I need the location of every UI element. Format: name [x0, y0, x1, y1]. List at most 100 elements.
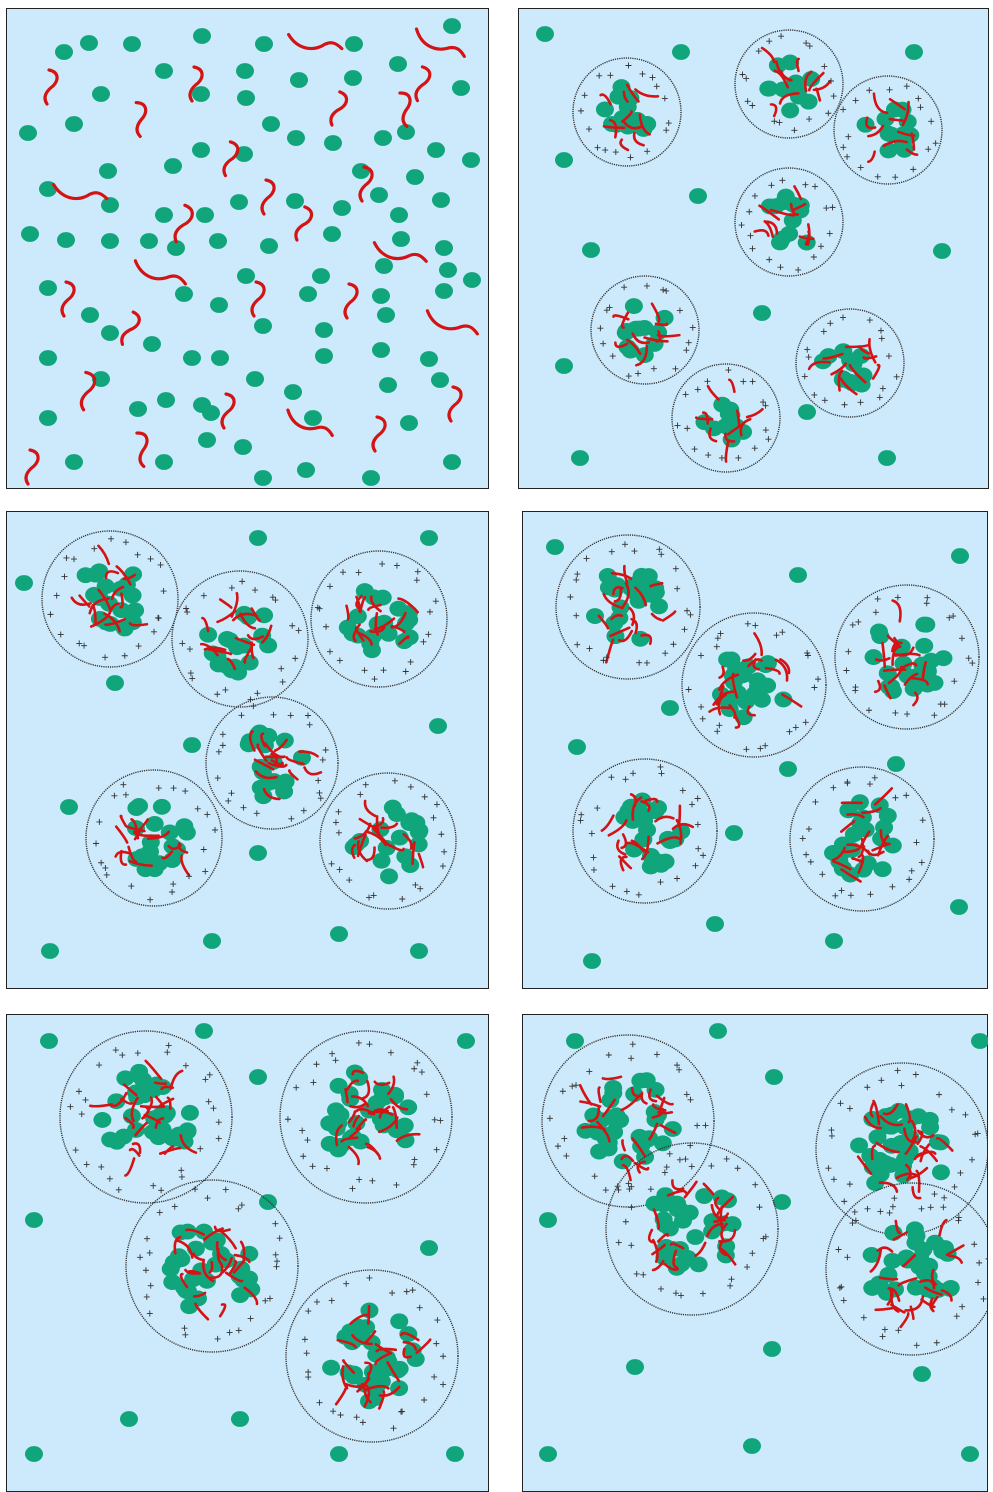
positive-charge-sign [323, 623, 330, 630]
aggregate [834, 584, 980, 730]
positive-charge-sign [811, 684, 818, 691]
positive-charge-sign [666, 1150, 673, 1157]
polymer-chain [158, 1146, 182, 1155]
polymer-chain [297, 750, 319, 758]
positive-charge-sign [326, 648, 333, 655]
polymer-chain [874, 656, 891, 662]
polymer-chain [349, 1313, 371, 1325]
polymer-chain [294, 205, 314, 242]
positive-charge-sign [779, 629, 786, 636]
particle [237, 90, 255, 106]
polymer-chain [841, 842, 864, 854]
particle [81, 307, 99, 323]
particle [763, 1341, 781, 1357]
positive-charge-sign [328, 860, 335, 867]
particle [774, 691, 793, 708]
polymer-chain [89, 611, 111, 628]
polymer-chain [652, 1208, 661, 1230]
positive-charge-sign [380, 667, 387, 674]
polymer-chain [372, 241, 428, 263]
positive-charge-sign [561, 1135, 568, 1142]
particle [695, 1188, 714, 1204]
positive-charge-sign [811, 391, 818, 398]
particle [320, 1115, 339, 1132]
aggregate-boundary [572, 758, 718, 904]
positive-charge-sign [440, 1353, 447, 1360]
positive-charge-sign [689, 801, 696, 808]
particle [15, 575, 33, 591]
polymer-chain [609, 626, 631, 638]
particle [431, 372, 449, 388]
positive-charge-sign [214, 691, 221, 698]
particle [25, 1446, 43, 1462]
polymer-chain [347, 1110, 357, 1124]
positive-charge-sign [178, 1173, 185, 1180]
particle [374, 130, 392, 146]
positive-charge-sign [134, 551, 141, 558]
polymer-chain [706, 1222, 724, 1238]
particle [443, 18, 461, 34]
positive-charge-sign [82, 1096, 89, 1103]
positive-charge-sign [340, 569, 346, 576]
positive-charge-sign [694, 795, 701, 802]
polymer-chain [52, 183, 109, 201]
polymer-chain [893, 636, 900, 651]
positive-charge-sign [734, 1165, 741, 1172]
positive-charge-sign [728, 1276, 735, 1283]
positive-charge-sign [72, 1147, 79, 1154]
polymer-chain [760, 46, 776, 64]
particle [583, 953, 601, 969]
particle [322, 1359, 341, 1376]
positive-charge-sign [437, 1117, 444, 1124]
particle [624, 298, 643, 315]
particle [167, 240, 185, 256]
positive-charge-sign [111, 792, 118, 799]
polymer-chain [830, 362, 848, 376]
polymer-chain [243, 1286, 259, 1306]
positive-charge-sign [656, 546, 663, 553]
polymer-chain [904, 1135, 918, 1155]
positive-charge-sign [692, 862, 699, 869]
positive-charge-sign [639, 70, 646, 77]
polymer-chain [88, 1103, 114, 1108]
positive-charge-sign [212, 826, 219, 833]
particle [604, 1085, 623, 1101]
polymer-chain [346, 1079, 360, 1091]
polymer-chain [636, 1160, 646, 1174]
positive-charge-sign [946, 614, 953, 621]
positive-charge-sign [849, 621, 856, 628]
positive-charge-sign [757, 745, 764, 752]
positive-charge-sign [235, 1205, 242, 1212]
particle [605, 615, 624, 632]
polymer-chain [724, 439, 730, 463]
positive-charge-sign [295, 627, 302, 634]
polymer-chain [364, 1142, 380, 1156]
particle [631, 630, 650, 647]
polymer-chain [865, 116, 877, 130]
polymer-chain [803, 70, 813, 93]
particle [193, 28, 211, 44]
polymer-chain [702, 1182, 715, 1196]
polymer-chain [362, 1385, 372, 1404]
positive-charge-sign [912, 1071, 919, 1078]
positive-charge-sign [215, 1119, 222, 1126]
polymer-chain [219, 1229, 237, 1250]
positive-charge-sign [583, 555, 590, 562]
particle [370, 187, 388, 203]
particle [249, 1069, 267, 1085]
positive-charge-sign [279, 678, 286, 685]
particle [235, 146, 253, 162]
polymer-chain [24, 448, 40, 486]
polymer-chain [114, 850, 132, 858]
positive-charge-sign [975, 1279, 982, 1286]
polymer-chain [628, 606, 636, 627]
polymer-chain [131, 1142, 142, 1155]
polymer-chain [363, 799, 377, 818]
polymer-chain [199, 642, 219, 657]
positive-charge-sign [821, 397, 828, 404]
positive-charge-sign [636, 659, 643, 666]
polymer-chain [919, 1279, 936, 1290]
positive-charge-sign [182, 1331, 189, 1338]
particle [92, 86, 110, 102]
polymer-chain [789, 202, 800, 216]
